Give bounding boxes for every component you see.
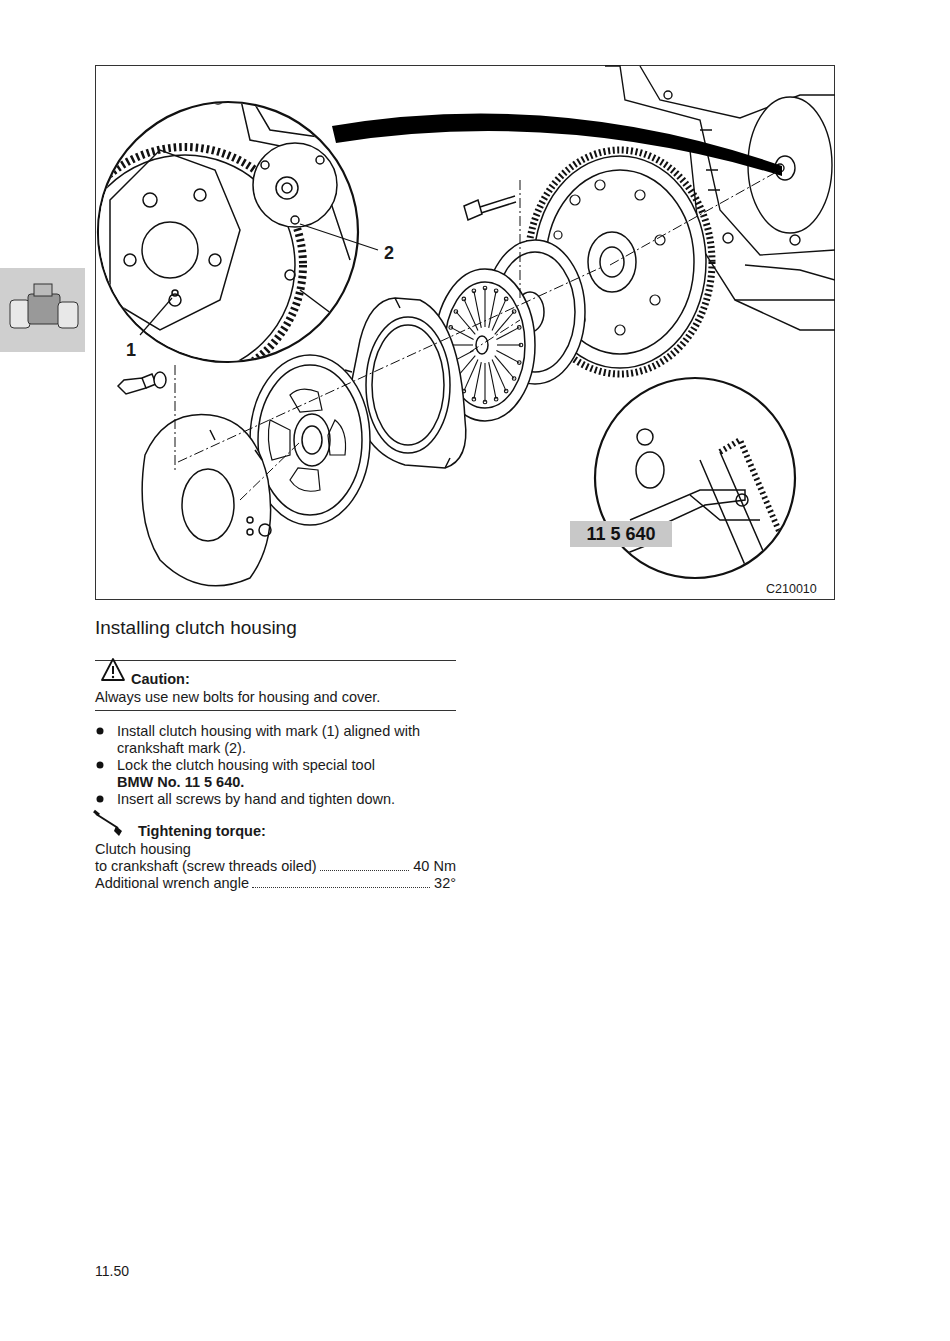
- dot-leader: [252, 887, 430, 888]
- caution-heading: Caution:: [131, 671, 190, 688]
- tool-number: 11 5 640: [586, 523, 655, 545]
- instruction-step: Install clutch housing with mark (1) ali…: [117, 723, 462, 757]
- dot-leader: [320, 870, 410, 871]
- tool-number: BMW No. 11 5 640.: [117, 774, 244, 791]
- instruction-step: Lock the clutch housing with special too…: [117, 757, 375, 774]
- torque-value: 40 Nm: [413, 858, 456, 875]
- caution-text: Always use new bolts for housing and cov…: [95, 689, 380, 706]
- section-title: Installing clutch housing: [95, 617, 297, 639]
- torque-value: 32°: [434, 875, 456, 892]
- tool-number-box: 11 5 640: [570, 521, 672, 547]
- torque-item: to crankshaft (screw threads oiled): [95, 858, 317, 875]
- instruction-step: Insert all screws by hand and tighten do…: [117, 791, 395, 808]
- callout-number: 2: [384, 242, 394, 264]
- callout-number: 1: [126, 339, 136, 361]
- page-number: 11.50: [95, 1263, 129, 1280]
- torque-item: Clutch housing: [95, 841, 191, 858]
- torque-heading: Tightening torque:: [138, 823, 266, 840]
- torque-item: Additional wrench angle: [95, 875, 249, 892]
- figure-code: C210010: [766, 582, 817, 597]
